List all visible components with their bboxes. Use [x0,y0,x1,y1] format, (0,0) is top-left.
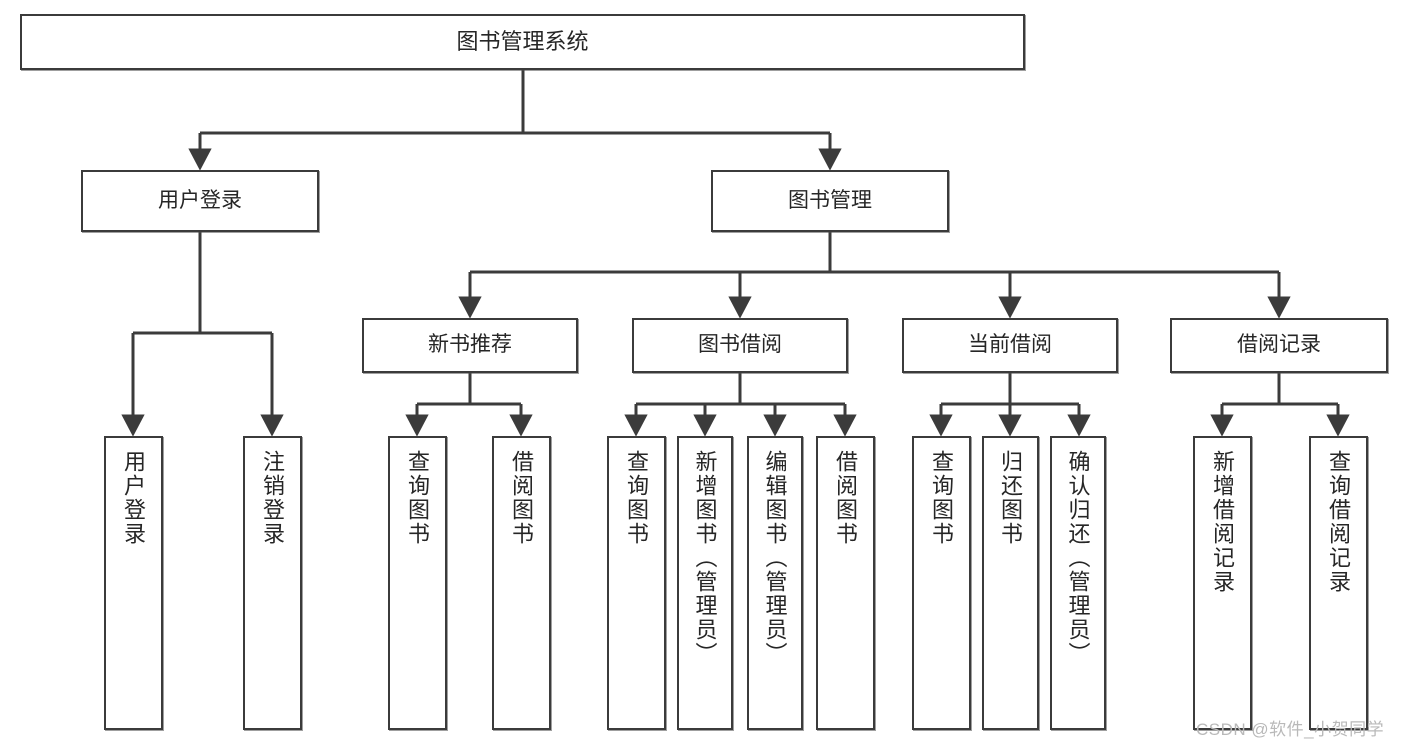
node-leaf-user-login-logout-label: 注销登录 [260,450,286,546]
node-book-management-label: 图书管理 [788,188,872,212]
node-root-system-label: 图书管理系统 [456,29,589,55]
node-leaf-current-borrow-query[interactable]: 查询图书 [912,436,971,730]
node-user-login-label: 用户登录 [158,188,242,212]
node-leaf-book-borrow-query[interactable]: 查询图书 [607,436,666,730]
node-leaf-book-borrow-add[interactable]: 新增图书（管理员） [677,436,733,730]
node-leaf-book-borrow-edit[interactable]: 编辑图书（管理员） [747,436,803,730]
node-root-system[interactable]: 图书管理系统 [20,14,1025,70]
node-leaf-new-book-borrow-label: 借阅图书 [509,450,535,546]
node-leaf-borrow-record-add[interactable]: 新增借阅记录 [1193,436,1252,730]
node-current-borrow-label: 当前借阅 [968,333,1052,357]
node-leaf-borrow-record-query-label: 查询借阅记录 [1326,450,1352,594]
node-user-login[interactable]: 用户登录 [81,170,319,232]
node-leaf-new-book-query-label: 查询图书 [405,450,431,546]
node-leaf-new-book-query[interactable]: 查询图书 [388,436,447,730]
node-leaf-book-borrow-borrow-label: 借阅图书 [833,450,859,546]
node-leaf-current-borrow-query-label: 查询图书 [929,450,955,546]
node-leaf-current-borrow-confirm[interactable]: 确认归还（管理员） [1050,436,1106,730]
node-borrow-record[interactable]: 借阅记录 [1170,318,1388,373]
node-leaf-user-login-login[interactable]: 用户登录 [104,436,163,730]
node-leaf-book-borrow-edit-label: 编辑图书（管理员） [762,450,788,666]
node-leaf-user-login-login-label: 用户登录 [121,450,147,546]
node-leaf-book-borrow-borrow[interactable]: 借阅图书 [816,436,875,730]
node-leaf-current-borrow-return-label: 归还图书 [998,450,1024,546]
node-leaf-borrow-record-query[interactable]: 查询借阅记录 [1309,436,1368,730]
node-leaf-user-login-logout[interactable]: 注销登录 [243,436,302,730]
node-leaf-borrow-record-add-label: 新增借阅记录 [1210,450,1236,594]
node-current-borrow[interactable]: 当前借阅 [902,318,1118,373]
node-leaf-current-borrow-confirm-label: 确认归还（管理员） [1065,450,1091,666]
node-new-book-recommend-label: 新书推荐 [428,333,512,357]
node-new-book-recommend[interactable]: 新书推荐 [362,318,578,373]
node-book-borrow[interactable]: 图书借阅 [632,318,848,373]
node-borrow-record-label: 借阅记录 [1237,333,1321,357]
node-leaf-book-borrow-add-label: 新增图书（管理员） [692,450,718,666]
node-leaf-book-borrow-query-label: 查询图书 [624,450,650,546]
node-leaf-new-book-borrow[interactable]: 借阅图书 [492,436,551,730]
node-book-borrow-label: 图书借阅 [698,333,782,357]
node-leaf-current-borrow-return[interactable]: 归还图书 [982,436,1039,730]
node-book-management[interactable]: 图书管理 [711,170,949,232]
csdn-watermark: CSDN @软件_小贺同学 [1196,720,1385,739]
